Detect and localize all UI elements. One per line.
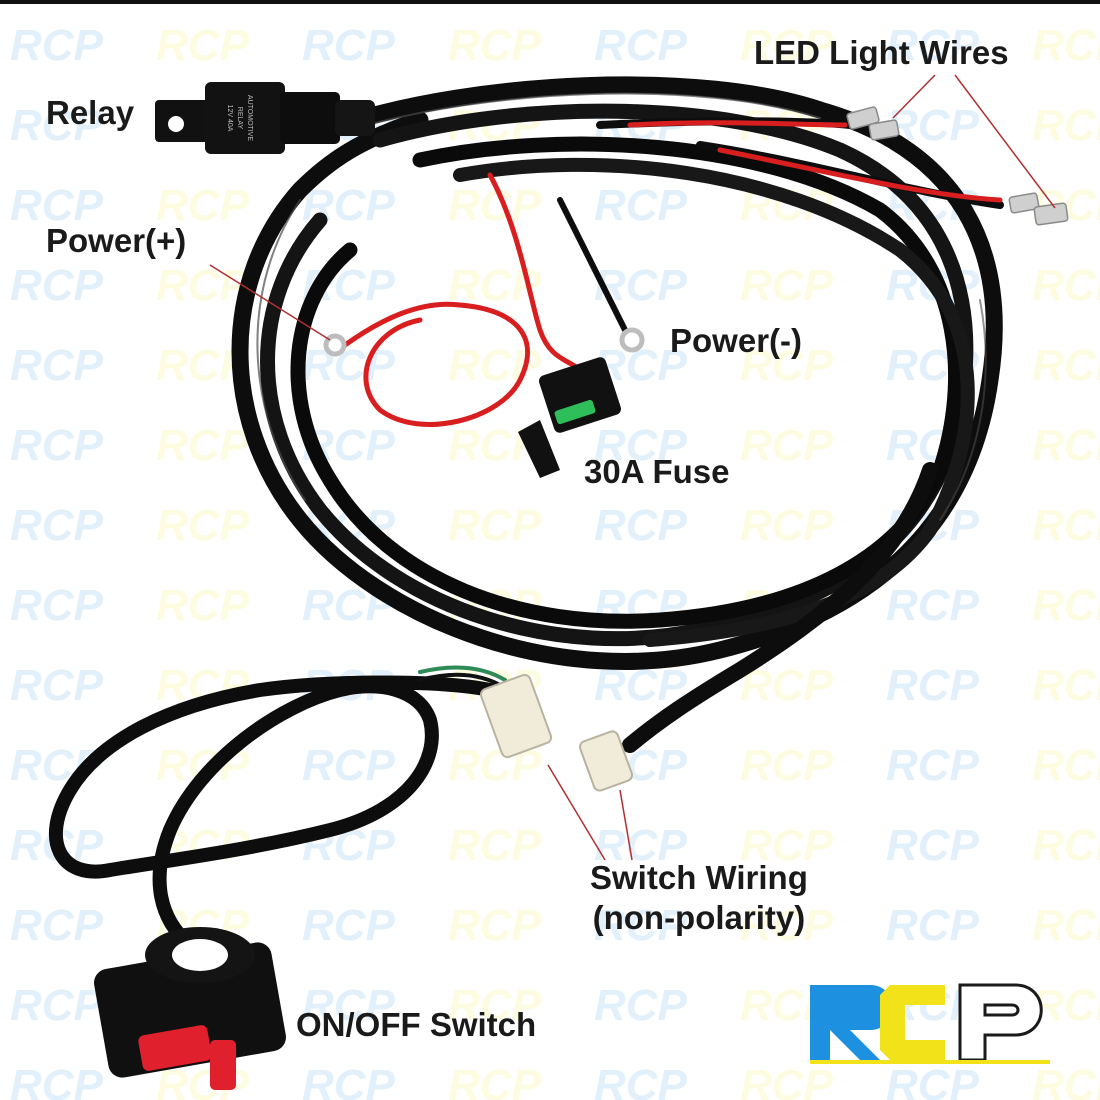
watermark-text: RCP bbox=[10, 901, 104, 950]
watermark-text: RCP bbox=[1032, 901, 1100, 950]
watermark-text: RCP bbox=[448, 501, 542, 550]
watermark-text: RCP bbox=[740, 741, 834, 790]
watermark-text: RCP bbox=[1032, 981, 1100, 1030]
watermark-text: RCP bbox=[448, 901, 542, 950]
watermark-text: RCP bbox=[740, 501, 834, 550]
watermark-text: RCP bbox=[10, 981, 104, 1030]
label-on-off-switch: ON/OFF Switch bbox=[296, 1006, 537, 1043]
watermark-text: RCP bbox=[156, 421, 250, 470]
watermark-text: RCP bbox=[886, 581, 980, 630]
watermark-text: RCP bbox=[740, 901, 834, 950]
watermark-text: RCP bbox=[302, 21, 396, 70]
ring-terminals bbox=[323, 327, 645, 357]
watermark-text: RCP bbox=[1032, 1061, 1100, 1100]
watermark-text: RCP bbox=[302, 901, 396, 950]
watermark-text: RCP bbox=[594, 1061, 688, 1100]
watermark-text: RCP bbox=[740, 261, 834, 310]
watermark-text: RCP bbox=[886, 21, 980, 70]
watermark-text: RCP bbox=[448, 1061, 542, 1100]
watermark-text: RCP bbox=[156, 21, 250, 70]
watermark-text: RCP bbox=[594, 981, 688, 1030]
watermark-text: RCP bbox=[448, 981, 542, 1030]
label-relay: Relay bbox=[46, 94, 135, 131]
watermark-text: RCP bbox=[1032, 341, 1100, 390]
watermark-text: RCP bbox=[10, 261, 104, 310]
watermark-text: RCP bbox=[740, 421, 834, 470]
watermark-text: RCP bbox=[594, 901, 688, 950]
on-off-switch bbox=[94, 927, 286, 1090]
watermark-text: RCP bbox=[1032, 261, 1100, 310]
rcp-logo bbox=[810, 983, 1050, 1064]
watermark-text: RCP bbox=[10, 341, 104, 390]
top-border bbox=[0, 0, 1100, 4]
switch-connectors bbox=[479, 673, 633, 792]
watermark-text: RCP bbox=[156, 261, 250, 310]
spade-connectors bbox=[846, 106, 1069, 226]
relay-print-line2: RELAY bbox=[236, 107, 243, 130]
watermark-text: RCP bbox=[156, 501, 250, 550]
watermark-text: RCP bbox=[886, 661, 980, 710]
watermark-text: RCP bbox=[740, 21, 834, 70]
watermark-text: RCP bbox=[448, 821, 542, 870]
watermark-text: RCP bbox=[10, 581, 104, 630]
watermark-text: RCP bbox=[1032, 581, 1100, 630]
watermark-text: RCP bbox=[886, 901, 980, 950]
label-power-minus: Power(-) bbox=[670, 322, 802, 359]
watermark-text: RCP bbox=[302, 1061, 396, 1100]
label-power-plus: Power(+) bbox=[46, 222, 187, 259]
watermark-text: RCP bbox=[10, 421, 104, 470]
watermark-text: RCP bbox=[1032, 661, 1100, 710]
watermark-text: RCP bbox=[1032, 421, 1100, 470]
watermark-text: RCP bbox=[740, 821, 834, 870]
switch-cable bbox=[48, 665, 507, 952]
watermark-text: RCP bbox=[594, 501, 688, 550]
watermark-text: RCP bbox=[302, 981, 396, 1030]
watermark-text: RCP bbox=[448, 21, 542, 70]
watermark-text: RCP bbox=[1032, 741, 1100, 790]
watermark-text: RCP bbox=[740, 1061, 834, 1100]
watermark-text: RCP bbox=[1032, 821, 1100, 870]
watermark-text: RCP bbox=[10, 1061, 104, 1100]
watermark-text: RCP bbox=[302, 741, 396, 790]
led-light-wires bbox=[596, 117, 1004, 209]
watermark-text: RCP bbox=[886, 741, 980, 790]
label-led-light-wires: LED Light Wires bbox=[754, 34, 1009, 71]
watermark-text: RCP bbox=[302, 341, 396, 390]
watermark-text: RCP bbox=[10, 101, 104, 150]
watermark-text: RCP bbox=[594, 821, 688, 870]
watermark-text: RCP bbox=[10, 21, 104, 70]
watermark-text: RCP bbox=[740, 341, 834, 390]
watermark-text: RCP bbox=[886, 821, 980, 870]
label-fuse: 30A Fuse bbox=[584, 453, 730, 490]
watermark-text: RCP bbox=[1032, 501, 1100, 550]
relay-print-line1: AUTOMOTIVE bbox=[246, 95, 253, 141]
label-switch-wiring-line1: Switch Wiring bbox=[590, 859, 808, 896]
leader-lines bbox=[209, 74, 1056, 861]
watermark-text: RCP bbox=[1032, 101, 1100, 150]
relay: AUTOMOTIVE RELAY 12V 40A bbox=[155, 82, 375, 154]
watermark-text: RCP bbox=[156, 581, 250, 630]
watermark-text: RCP bbox=[1032, 21, 1100, 70]
power-wires bbox=[342, 172, 628, 427]
watermark-text: RCP bbox=[594, 421, 688, 470]
watermark-text: RCP bbox=[10, 501, 104, 550]
watermark-text: RCP bbox=[10, 661, 104, 710]
relay-print-line3: 12V 40A bbox=[226, 105, 233, 132]
watermark-text: RCP bbox=[594, 181, 688, 230]
watermark-text: RCP bbox=[10, 181, 104, 230]
fuse-holder bbox=[518, 357, 621, 478]
watermark-text: RCP bbox=[594, 21, 688, 70]
label-switch-wiring: Switch Wiring (non-polarity) bbox=[590, 858, 808, 937]
watermark-text: RCP bbox=[156, 181, 250, 230]
label-switch-wiring-line2: (non-polarity) bbox=[592, 898, 806, 936]
watermark-text: RCP bbox=[886, 1061, 980, 1100]
